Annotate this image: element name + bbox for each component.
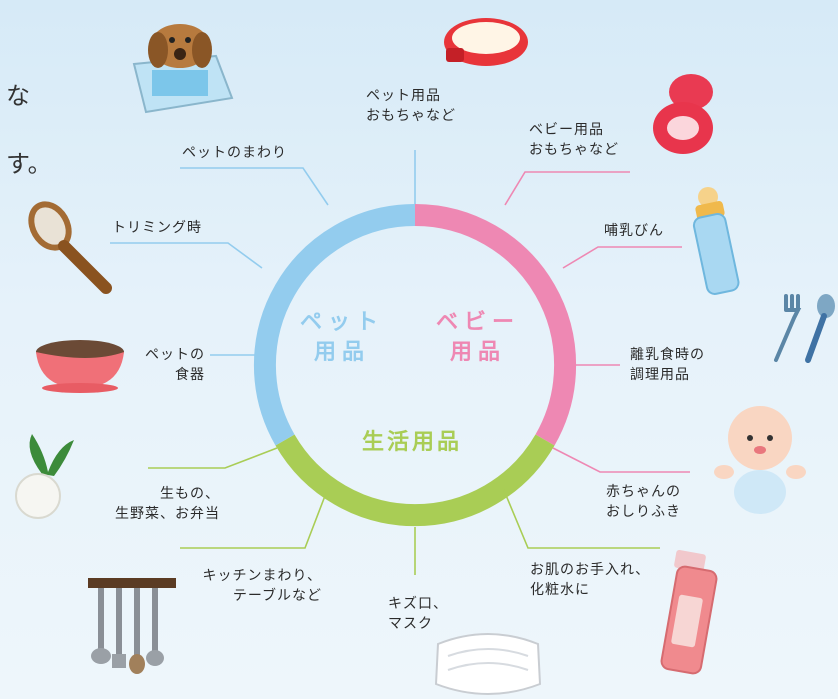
label-trimming: トリミング時	[112, 220, 202, 236]
connector-baby-goods	[504, 171, 630, 206]
center-label-daily: 生活用品	[362, 430, 463, 455]
baby-icon	[714, 406, 806, 514]
label-raw-food: 生もの、 生野菜、お弁当	[80, 484, 220, 524]
label-baby-goods-toys: ベビー用品 おもちゃなど	[529, 120, 619, 160]
label-baby-wipes-line1: 赤ちゃんの	[606, 484, 681, 500]
ring-segment-daily	[275, 434, 555, 527]
label-baby-goods-toys-line1: ベビー用品	[529, 122, 604, 138]
ring-segment-baby	[414, 204, 577, 446]
pet-bed-icon	[444, 18, 528, 66]
label-weaning-line2: 調理用品	[630, 367, 690, 383]
connector-around-pet	[180, 167, 329, 206]
connector-skincare	[502, 487, 660, 549]
ring-segment-pet	[253, 204, 416, 446]
center-label-pet-line1: ペット	[300, 310, 385, 335]
label-pet-dish: ペットの 食器	[110, 345, 205, 385]
brush-icon	[28, 201, 112, 294]
center-label-pet-line2: 用品	[314, 340, 371, 365]
label-pet-dish-line2: 食器	[175, 367, 205, 383]
connector-kitchen	[180, 487, 329, 549]
label-raw-food-line1: 生もの、	[160, 486, 220, 502]
label-pet-goods-toys-line1: ペット用品	[366, 88, 441, 104]
label-baby-wipes: 赤ちゃんの おしりふき	[606, 482, 681, 522]
pacifier-icon	[653, 74, 713, 154]
label-skincare-line2: 化粧水に	[530, 582, 590, 598]
center-label-baby: ベビー 用品	[436, 308, 520, 368]
label-skincare-line1: お肌のお手入れ、	[530, 562, 651, 578]
label-pet-goods-toys: ペット用品 おもちゃなど	[366, 86, 456, 126]
center-label-pet: ペット 用品	[300, 308, 384, 368]
label-around-pet: ペットのまわり	[182, 145, 287, 161]
center-label-baby-line1: ベビー	[436, 310, 521, 335]
daikon-icon	[15, 434, 75, 519]
label-mask: キズ口、 マスク	[388, 594, 448, 634]
label-mask-line1: キズ口、	[388, 596, 448, 612]
label-bottle: 哺乳びん	[604, 223, 664, 239]
baby-bottle-icon	[692, 187, 740, 295]
center-label-baby-line2: 用品	[450, 340, 507, 365]
kitchen-utensils-icon	[88, 578, 176, 674]
connector-bottle	[562, 246, 682, 269]
intro-fragment-2: す。	[6, 150, 52, 178]
intro-fragment-1: な	[6, 82, 30, 110]
connector-raw-food	[148, 447, 278, 469]
label-weaning: 離乳食時の 調理用品	[630, 345, 705, 385]
label-weaning-line1: 離乳食時の	[630, 347, 705, 363]
label-baby-wipes-line2: おしりふき	[606, 504, 681, 520]
label-skincare: お肌のお手入れ、 化粧水に	[530, 560, 650, 600]
label-kitchen: キッチンまわり、 テーブルなど	[172, 566, 322, 606]
label-mask-line2: マスク	[388, 616, 433, 632]
label-pet-dish-line1: ペットの	[145, 347, 205, 363]
label-raw-food-line2: 生野菜、お弁当	[115, 506, 220, 522]
fork-spoon-icon	[774, 294, 835, 363]
lotion-bottle-icon	[660, 550, 718, 675]
label-kitchen-line2: テーブルなど	[232, 588, 322, 604]
connector-trimming	[110, 242, 263, 269]
connector-baby-wipes	[552, 447, 690, 473]
pet-bowl-icon	[36, 340, 124, 393]
label-baby-goods-toys-line2: おもちゃなど	[529, 142, 619, 158]
label-kitchen-line1: キッチンまわり、	[202, 568, 322, 584]
face-mask-icon	[434, 633, 542, 695]
label-pet-goods-toys-line2: おもちゃなど	[366, 108, 456, 124]
dog-in-bed-icon	[132, 24, 234, 114]
